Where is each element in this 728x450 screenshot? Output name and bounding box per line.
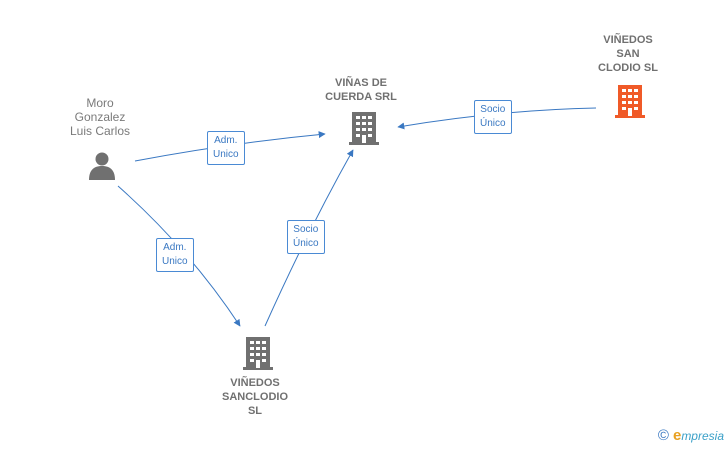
node-label-vinedos-sanclodio: VIÑEDOS SANCLODIO SL [222, 377, 288, 417]
edge-label-adm-unico-top[interactable]: Adm. Unico [207, 131, 245, 165]
building-icon[interactable] [348, 111, 380, 145]
node-label-vinedos-san-clodio: VIÑEDOS SAN CLODIO SL [598, 34, 658, 74]
edge-label-adm-unico-left[interactable]: Adm. Unico [156, 238, 194, 272]
node-label-person: Moro Gonzalez Luis Carlos [69, 96, 131, 138]
building-icon-accent[interactable] [614, 84, 646, 118]
node-label-vinas-de-cuerda: VIÑAS DE CUERDA SRL [325, 77, 397, 103]
person-icon[interactable] [87, 150, 117, 180]
building-icon[interactable] [242, 336, 274, 370]
edge-label-socio-unico-right[interactable]: Socio Único [474, 100, 512, 134]
edge-label-socio-unico-middle[interactable]: Socio Único [287, 220, 325, 254]
empresia-logo: empresia [672, 427, 724, 444]
empresia-watermark: © empresia [658, 427, 724, 444]
copyright-symbol: © [657, 427, 669, 444]
